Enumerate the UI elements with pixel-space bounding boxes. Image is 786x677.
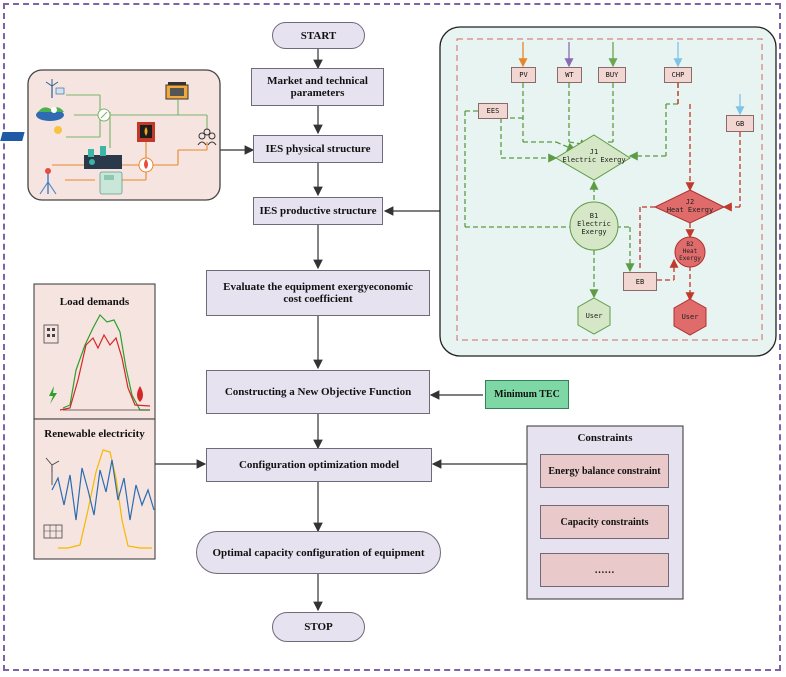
stop-node: STOP — [272, 612, 365, 642]
battery-icon — [165, 82, 189, 100]
eb-box: EB — [623, 272, 657, 291]
chp-icon — [84, 146, 122, 169]
user-heat-hex — [673, 298, 707, 336]
wt-source-box: WT — [557, 67, 582, 83]
minimum-tec-box: Minimum TEC — [485, 380, 569, 409]
b2-circle — [674, 236, 706, 268]
renewable-electricity-title: Renewable electricity — [44, 428, 145, 440]
start-node: START — [272, 22, 365, 49]
outer-frame — [3, 3, 781, 671]
flow-arrows — [155, 49, 527, 612]
buy-source-box: BUY — [598, 67, 626, 83]
user-electric-label: User — [585, 312, 603, 320]
wind-turbine-icon — [45, 457, 60, 485]
exergy-inner-border — [456, 38, 763, 341]
evaluate-cost-box: Evaluate the equipment exergyeconomic co… — [206, 270, 430, 316]
physical-structure-box: IES physical structure — [253, 135, 383, 163]
lightning-icon — [49, 386, 57, 404]
j2-label: J2 Heat Exergy — [666, 198, 714, 215]
constraints-title: Constraints — [577, 432, 633, 444]
optimal-capacity-node: Optimal capacity configuration of equipm… — [196, 531, 441, 574]
ees-box: EES — [478, 103, 508, 119]
users-icon — [197, 128, 217, 146]
j1-label: J1 Electric Exergy — [562, 148, 626, 165]
gas-icon — [39, 168, 57, 195]
electric-load-line — [62, 314, 150, 411]
boiler-icon — [137, 122, 155, 142]
heat-load-line — [59, 333, 151, 411]
flame-icon — [137, 386, 143, 402]
electric-boiler-icon — [99, 171, 123, 195]
constraint-item: Energy balance constraint — [540, 454, 669, 488]
constraint-item: Capacity constraints — [540, 505, 669, 539]
flame-icon — [138, 157, 154, 173]
configuration-model-box: Configuration optimization model — [206, 448, 432, 482]
productive-structure-box: IES productive structure — [253, 197, 383, 225]
wt-line — [51, 459, 155, 521]
pv-line — [58, 449, 152, 549]
objective-function-box: Constructing a New Objective Function — [206, 370, 430, 414]
market-parameters-box: Market and technical parameters — [251, 68, 384, 106]
user-heat-label: User — [681, 313, 699, 321]
physical-panel-bg — [27, 69, 221, 201]
b1-circle — [569, 201, 619, 251]
solar-panel-icon — [0, 126, 62, 141]
b2-label: B2 Heat Exergy — [679, 241, 701, 262]
j2-diamond — [653, 189, 726, 224]
j1-diamond — [555, 134, 631, 181]
load-demands-title: Load demands — [59, 296, 130, 308]
chp-source-box: CHP — [664, 67, 692, 83]
inverter-icon — [97, 108, 111, 122]
user-electric-hex — [577, 297, 611, 335]
pv-source-box: PV — [511, 67, 536, 83]
exergy-panel-bg — [439, 26, 777, 357]
b1-label: B1 Electric Exergy — [577, 212, 611, 237]
constraint-item: …… — [540, 553, 669, 587]
solar-panel-icon — [36, 107, 64, 121]
building-icon — [43, 324, 59, 344]
wind-turbine-icon — [45, 79, 65, 98]
solar-panel-icon — [43, 524, 63, 539]
gb-box: GB — [726, 115, 754, 132]
